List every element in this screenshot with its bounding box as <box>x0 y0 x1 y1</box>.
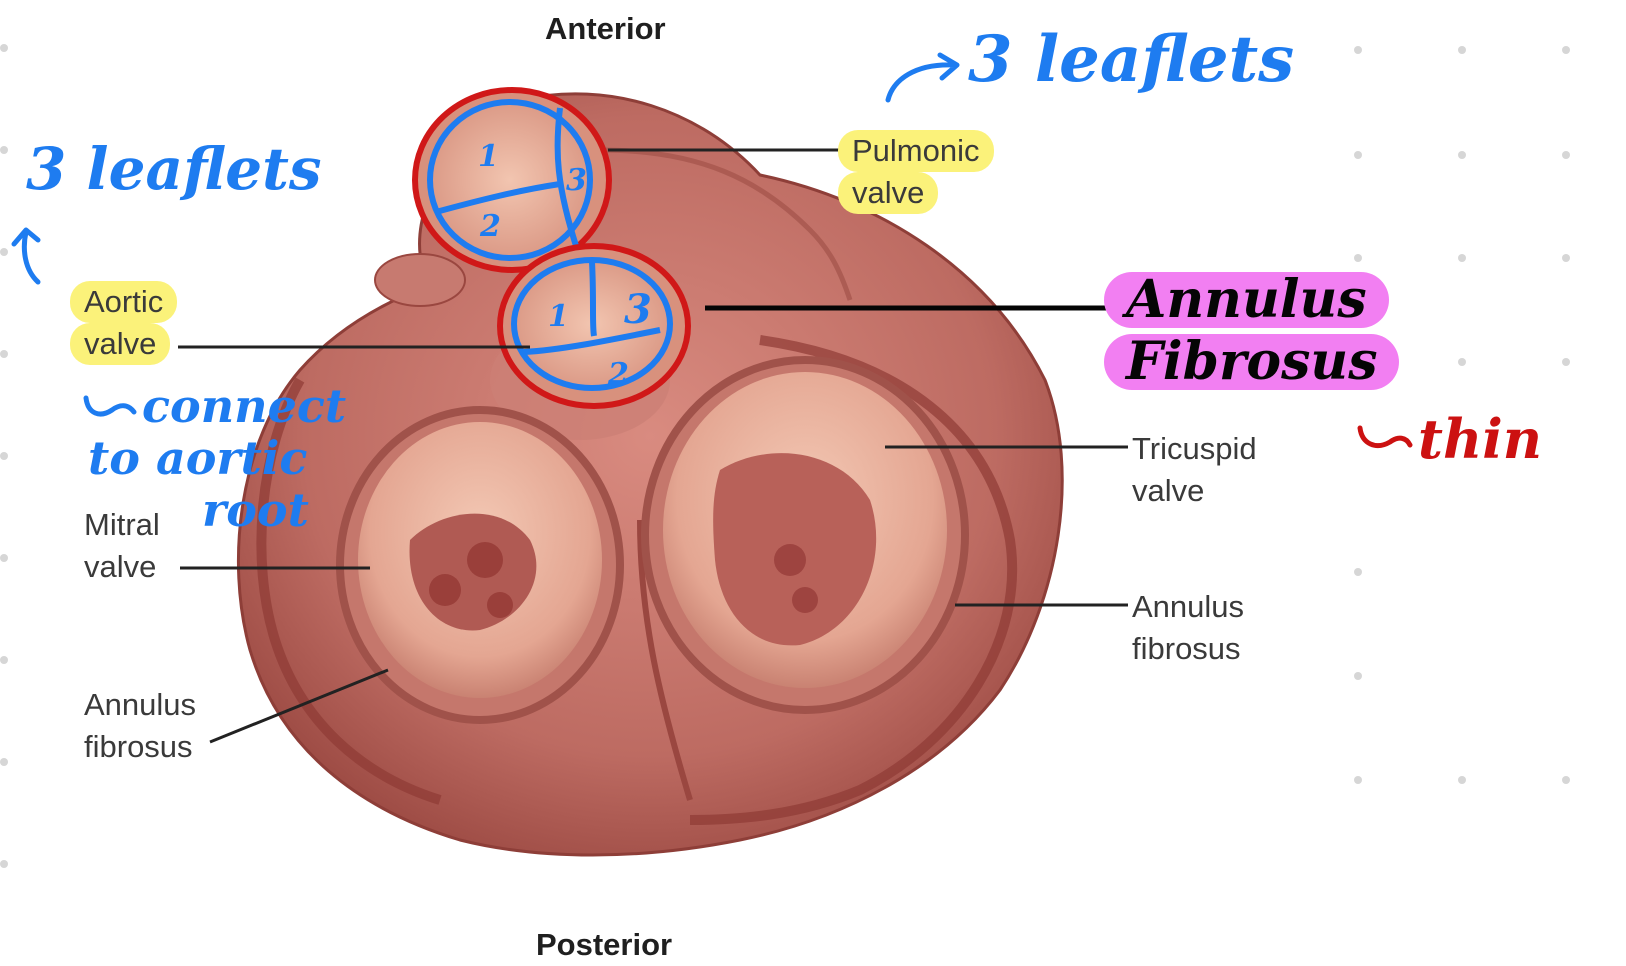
leader-lines <box>178 148 1128 744</box>
tricuspid-chord-1 <box>774 544 806 576</box>
hook-thin-icon <box>1357 425 1413 448</box>
arrow-top-icon <box>885 52 960 103</box>
label-annulus-fibrosus-left: Annulus fibrosus <box>84 684 196 768</box>
mitral-chord-3 <box>487 592 513 618</box>
pulmonic-leaflet-1: 1 <box>478 139 499 174</box>
label-aortic-line1: Aortic <box>70 281 178 323</box>
handwritten-connect-line1: connect <box>142 379 347 433</box>
dot-grid <box>0 44 1570 868</box>
label-tricuspid-line2: valve <box>1132 473 1205 508</box>
pulmonic-outline-blue <box>427 99 593 261</box>
aortic-leaflet-1: 1 <box>548 299 569 334</box>
label-annulus-right-line1: Annulus <box>1132 589 1245 624</box>
label-mitral-line2: valve <box>84 549 157 584</box>
label-pulmonic-line2: valve <box>838 172 939 214</box>
handwritten-connect-line3: root <box>202 483 309 537</box>
handwritten-annulus-line2: Fibrosus <box>1104 334 1400 390</box>
arrow-left-icon <box>11 227 41 285</box>
label-annulus-right-line2: fibrosus <box>1132 631 1241 666</box>
handwritten-annulus-line1: Annulus <box>1104 272 1389 328</box>
handwritten-annulus-fibrosus: Annulus Fibrosus <box>1104 272 1400 390</box>
label-mitral-line1: Mitral <box>84 507 160 542</box>
label-posterior: Posterior <box>536 927 673 962</box>
tricuspid-chord-2 <box>792 587 818 613</box>
label-anterior: Anterior <box>545 11 666 46</box>
pulmonic-leaflet-divider <box>435 107 581 253</box>
label-pulmonic-line1: Pulmonic <box>838 130 994 172</box>
label-aortic-line2: valve <box>70 323 171 365</box>
aortic-leaflet-2: 2 <box>608 357 629 392</box>
leader-annulus-left <box>209 668 389 744</box>
outer-rim <box>256 377 442 805</box>
handwritten-connect-note: connect to aortic root <box>88 379 347 537</box>
tissue-bulge-left <box>374 253 466 307</box>
aortic-leaflet-3: 3 <box>624 286 652 333</box>
septum <box>637 519 693 801</box>
handwritten-thin: thin <box>1418 407 1542 471</box>
label-tricuspid-line1: Tricuspid <box>1132 431 1257 466</box>
hook-connect-icon <box>83 395 137 417</box>
handwritten-three-leaflets-top: 3 leaflets <box>968 22 1295 97</box>
label-tricuspid-valve: Tricuspid valve <box>1132 428 1257 512</box>
handwritten-arrows <box>11 52 1413 448</box>
mitral-valve <box>336 406 624 724</box>
handwritten-connect-line2: to aortic <box>88 431 308 485</box>
pulmonic-leaflet-3: 3 <box>566 163 587 198</box>
tricuspid-valve <box>641 356 969 714</box>
aortic-valve <box>497 243 691 409</box>
tissue-fold <box>599 147 853 301</box>
label-mitral-valve: Mitral valve <box>84 504 160 588</box>
pulmonic-valve <box>412 87 612 273</box>
label-pulmonic-valve: Pulmonic valve <box>838 130 994 214</box>
aortic-leaflet-divider <box>523 261 661 355</box>
handwritten-three-leaflets-left: 3 leaflets <box>26 135 322 203</box>
label-annulus-left-line2: fibrosus <box>84 729 193 764</box>
mitral-chord-1 <box>429 574 461 606</box>
mitral-chord-2 <box>467 542 503 578</box>
pulmonic-leaflet-2: 2 <box>480 209 501 244</box>
label-aortic-valve: Aortic valve <box>70 281 178 365</box>
label-annulus-fibrosus-right: Annulus fibrosus <box>1132 586 1244 670</box>
label-annulus-left-line1: Annulus <box>84 687 197 722</box>
outer-rim-right <box>689 335 1018 825</box>
